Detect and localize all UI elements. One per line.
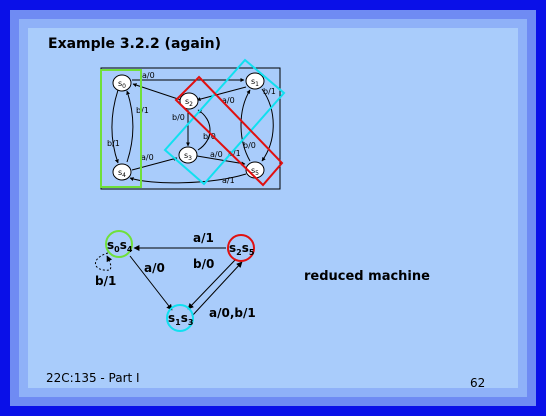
state-s0s4: s0s4 (105, 230, 133, 258)
edge-s1-s5 (261, 88, 274, 162)
state-s2: s2 (179, 92, 199, 110)
edge-label-a0-b1: a/0,b/1 (209, 306, 256, 320)
svg-text:s4: s4 (118, 168, 126, 179)
state-s3: s3 (178, 146, 198, 164)
edge-label: a/0 (222, 96, 235, 105)
svg-text:s2s5: s2s5 (229, 241, 255, 257)
edge-s0s4-s1s3 (129, 255, 173, 311)
edge-s1s3-s2s5 (191, 261, 243, 317)
edge-s5-s1 (240, 89, 251, 162)
edge-label: a/0 (141, 153, 154, 162)
group-s2-s5-outline (174, 75, 284, 187)
edge-label: b/0 (172, 113, 185, 122)
edge-label-a1: a/1 (193, 231, 214, 245)
original-machine: a/0 a/0 b/1 b/0 b/1 b/1 a/0 b/0 a/0 a/1 … (100, 58, 286, 190)
state-s1s3: s1s3 (166, 304, 194, 332)
group-s1-s3-outline (163, 58, 286, 186)
edge-label: b/0 (203, 132, 216, 141)
edge-label: b/1 (263, 87, 276, 96)
edge-label: a/0 (210, 150, 223, 159)
state-s2s5: s2s5 (227, 234, 255, 262)
edge-s0s4-self (95, 252, 113, 271)
edge-label-b1: b/1 (95, 274, 116, 288)
edge-label: a/0 (142, 71, 155, 80)
edge-s5-s4 (129, 173, 247, 184)
edge-s3-s2 (197, 109, 211, 151)
edge-label: b/1 (107, 139, 120, 148)
edge-label: b/0 (243, 141, 256, 150)
svg-text:s1s3: s1s3 (168, 311, 193, 327)
page-number: 62 (470, 376, 486, 390)
state-s4: s4 (112, 163, 132, 181)
edge-label-b0: b/0 (193, 257, 214, 271)
state-s0: s0 (112, 74, 132, 92)
reduced-machine: s0s4 s2s5 s1s3 a/1 a/0 b/1 b/0 a/0,b/1 (95, 230, 256, 332)
edge-label: a/1 (222, 176, 235, 185)
svg-text:s5: s5 (251, 166, 259, 177)
reduced-machine-caption: reduced machine (304, 269, 430, 284)
slide-panel (28, 28, 518, 388)
svg-text:s0: s0 (118, 79, 126, 90)
edge-s2s5-s1s3 (187, 258, 237, 310)
edge-s4-s3 (131, 156, 178, 171)
edge-label: b/1 (136, 106, 149, 115)
slide-title: Example 3.2.2 (again) (48, 36, 222, 52)
slide-footer: 22C:135 - Part I (46, 371, 140, 385)
edge-s0-s4 (111, 89, 119, 164)
group-s0-s4-outline (100, 69, 142, 188)
edge-s3-s5 (196, 155, 246, 166)
original-edges (111, 78, 274, 184)
svg-text:s3: s3 (184, 151, 192, 162)
state-s1: s1 (245, 72, 265, 90)
edge-label: a/1 (228, 149, 241, 158)
edge-s1-s2 (196, 86, 247, 102)
svg-text:s1: s1 (251, 77, 259, 88)
svg-text:s2: s2 (185, 97, 193, 108)
svg-text:s0s4: s0s4 (107, 238, 133, 254)
edge-label-a0: a/0 (144, 261, 165, 275)
edge-s4-s0 (126, 90, 134, 163)
original-edge-labels: a/0 a/0 b/1 b/0 b/1 b/1 a/0 b/0 a/0 a/1 … (107, 71, 276, 185)
